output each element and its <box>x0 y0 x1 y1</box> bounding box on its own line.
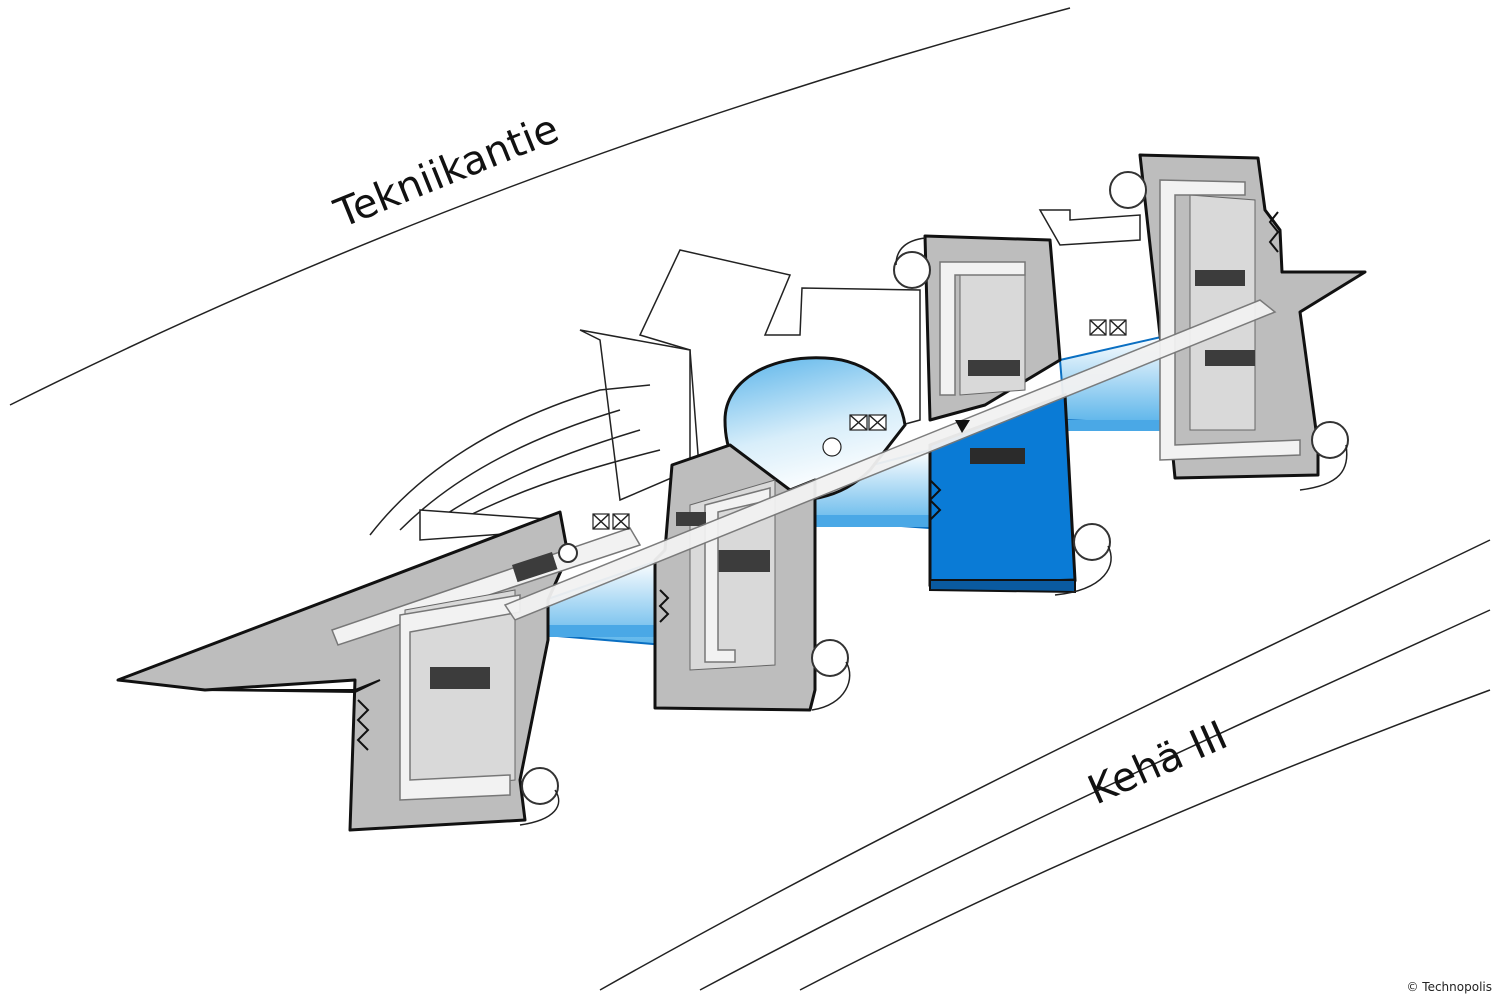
building-wing-3 <box>893 234 1062 422</box>
road-tekniikantie <box>9 7 1071 406</box>
building-wing-1 <box>116 510 642 832</box>
road-keha-iii <box>599 539 1491 991</box>
entrance-marker-icon <box>955 420 970 433</box>
copyright-credit: © Technopolis <box>1406 980 1492 994</box>
road-label-tekniikantie: Tekniikantie <box>328 106 566 238</box>
highlighted-building <box>928 392 1112 596</box>
main-corridor <box>503 299 1277 621</box>
elevator-icon <box>849 414 887 431</box>
